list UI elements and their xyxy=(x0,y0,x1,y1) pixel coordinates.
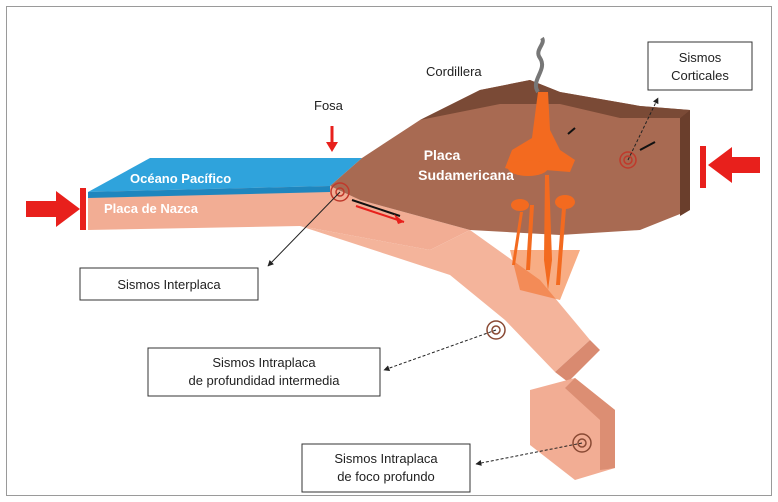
callout-sismos-profundo: Sismos Intraplaca de foco profundo xyxy=(302,444,470,492)
callout-sismos-intermedia: Sismos Intraplaca de profundidad interme… xyxy=(148,348,380,396)
callout-intermedia-line2: de profundidad intermedia xyxy=(188,373,340,388)
label-fosa: Fosa xyxy=(314,98,344,113)
label-placa: Placa xyxy=(424,147,461,163)
callout-interplaca-line1: Sismos Interplaca xyxy=(117,277,221,292)
deep-slab-fragment xyxy=(530,378,615,480)
compression-arrow-right xyxy=(700,146,760,188)
label-cordillera: Cordillera xyxy=(426,64,482,79)
label-nazca: Placa de Nazca xyxy=(104,201,199,216)
callout-profundo-line2: de foco profundo xyxy=(337,469,435,484)
callout-profundo-line1: Sismos Intraplaca xyxy=(334,451,438,466)
callout-sismos-corticales: Sismos Corticales xyxy=(648,42,752,90)
callout-sismos-interplaca: Sismos Interplaca xyxy=(80,268,258,300)
callout-corticales-line2: Corticales xyxy=(671,68,729,83)
fosa-arrow xyxy=(326,126,338,152)
label-oceano: Océano Pacífico xyxy=(130,171,231,186)
callout-corticales-line1: Sismos xyxy=(679,50,722,65)
label-sudamericana: Sudamericana xyxy=(418,167,514,183)
callout-intermedia-line1: Sismos Intraplaca xyxy=(212,355,316,370)
compression-arrow-left xyxy=(26,188,86,230)
